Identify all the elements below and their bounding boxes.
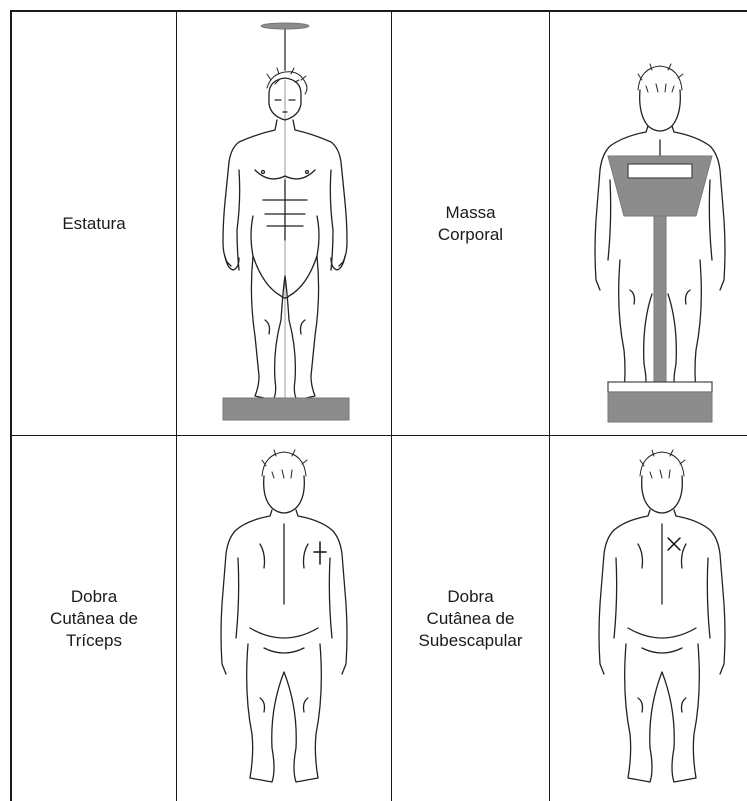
head <box>640 90 681 131</box>
label-line: Massa <box>438 202 503 224</box>
legs-outline <box>247 644 322 782</box>
hair <box>640 450 685 478</box>
scale-platform <box>608 382 712 392</box>
scale-display-screen <box>628 164 692 178</box>
hair <box>638 64 683 92</box>
label-line: Tríceps <box>50 630 138 652</box>
label-massa-corporal: Massa Corporal <box>392 12 549 435</box>
hair <box>262 450 307 478</box>
label-line: Cutânea de <box>419 608 523 630</box>
label-estatura: Estatura <box>12 12 176 435</box>
legs-outline <box>625 644 700 782</box>
triceps-site-mark <box>314 542 326 564</box>
table-divider-col-1 <box>176 10 177 801</box>
head <box>264 476 305 513</box>
head <box>642 476 683 513</box>
scale-column <box>654 216 666 396</box>
label-dobra-subescapular: Dobra Cutânea de Subescapular <box>392 436 549 801</box>
label-line: Subescapular <box>419 630 523 652</box>
label-line: Dobra <box>50 586 138 608</box>
standing-back-subscapular-mark-illustration <box>596 448 730 796</box>
label-line: Cutânea de <box>50 608 138 630</box>
standing-back-scale-illustration <box>590 60 730 430</box>
label-dobra-triceps: Dobra Cutânea de Tríceps <box>12 436 176 801</box>
subscapular-site-mark <box>668 538 680 550</box>
scale-base <box>608 392 712 422</box>
table-divider-col-3 <box>549 10 550 801</box>
label-line: Dobra <box>419 586 523 608</box>
standing-back-triceps-mark-illustration <box>220 448 350 796</box>
stadiometer-base <box>223 398 349 420</box>
label-line: Estatura <box>62 213 125 235</box>
label-line: Corporal <box>438 224 503 246</box>
standing-front-stadiometer-illustration <box>215 20 355 425</box>
